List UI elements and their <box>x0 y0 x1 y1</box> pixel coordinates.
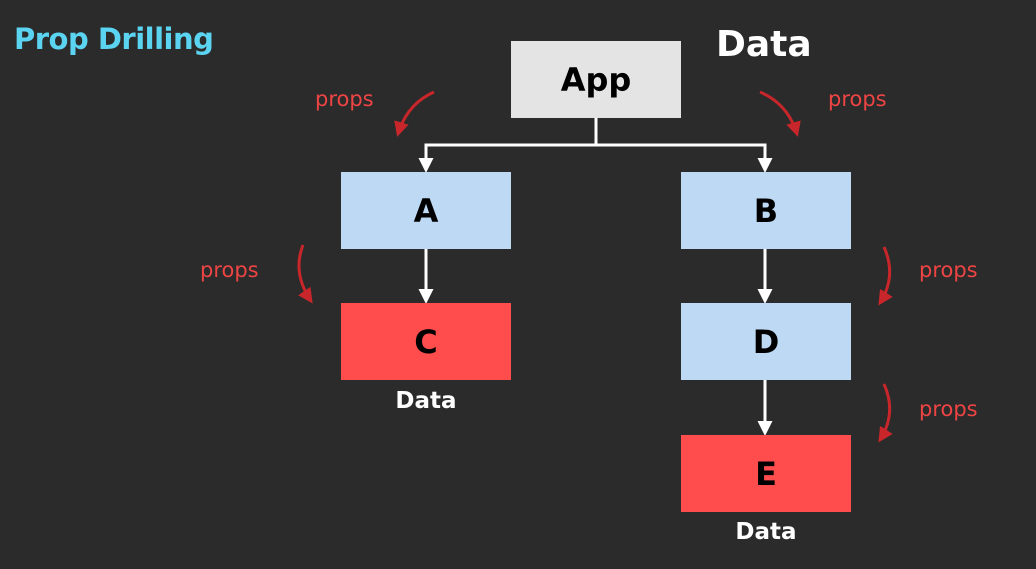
connector-app-to-b <box>596 143 773 173</box>
app-data-label: Data <box>716 24 812 65</box>
node-e: E <box>681 435 851 512</box>
page-title: Prop Drilling <box>14 22 214 56</box>
node-d: D <box>681 303 851 380</box>
node-b: B <box>681 172 851 249</box>
connector-app-branch <box>418 118 598 173</box>
node-app: App <box>511 41 681 118</box>
props-label-d-to-e: props <box>919 397 978 421</box>
data-label-c: Data <box>395 388 457 414</box>
node-c: C <box>341 303 511 380</box>
data-label-e: Data <box>735 519 797 545</box>
node-a: A <box>341 172 511 249</box>
props-arrow-a-to-c <box>297 244 313 304</box>
props-label-a-to-c: props <box>200 258 259 282</box>
props-arrow-b-to-d <box>878 246 893 306</box>
props-label-app-to-b: props <box>828 87 887 111</box>
props-label-app-to-a: props <box>315 87 374 111</box>
props-arrow-app-to-a <box>394 90 435 137</box>
props-arrow-app-to-b <box>759 90 801 137</box>
props-arrow-d-to-e <box>878 383 893 443</box>
props-label-b-to-d: props <box>919 258 978 282</box>
